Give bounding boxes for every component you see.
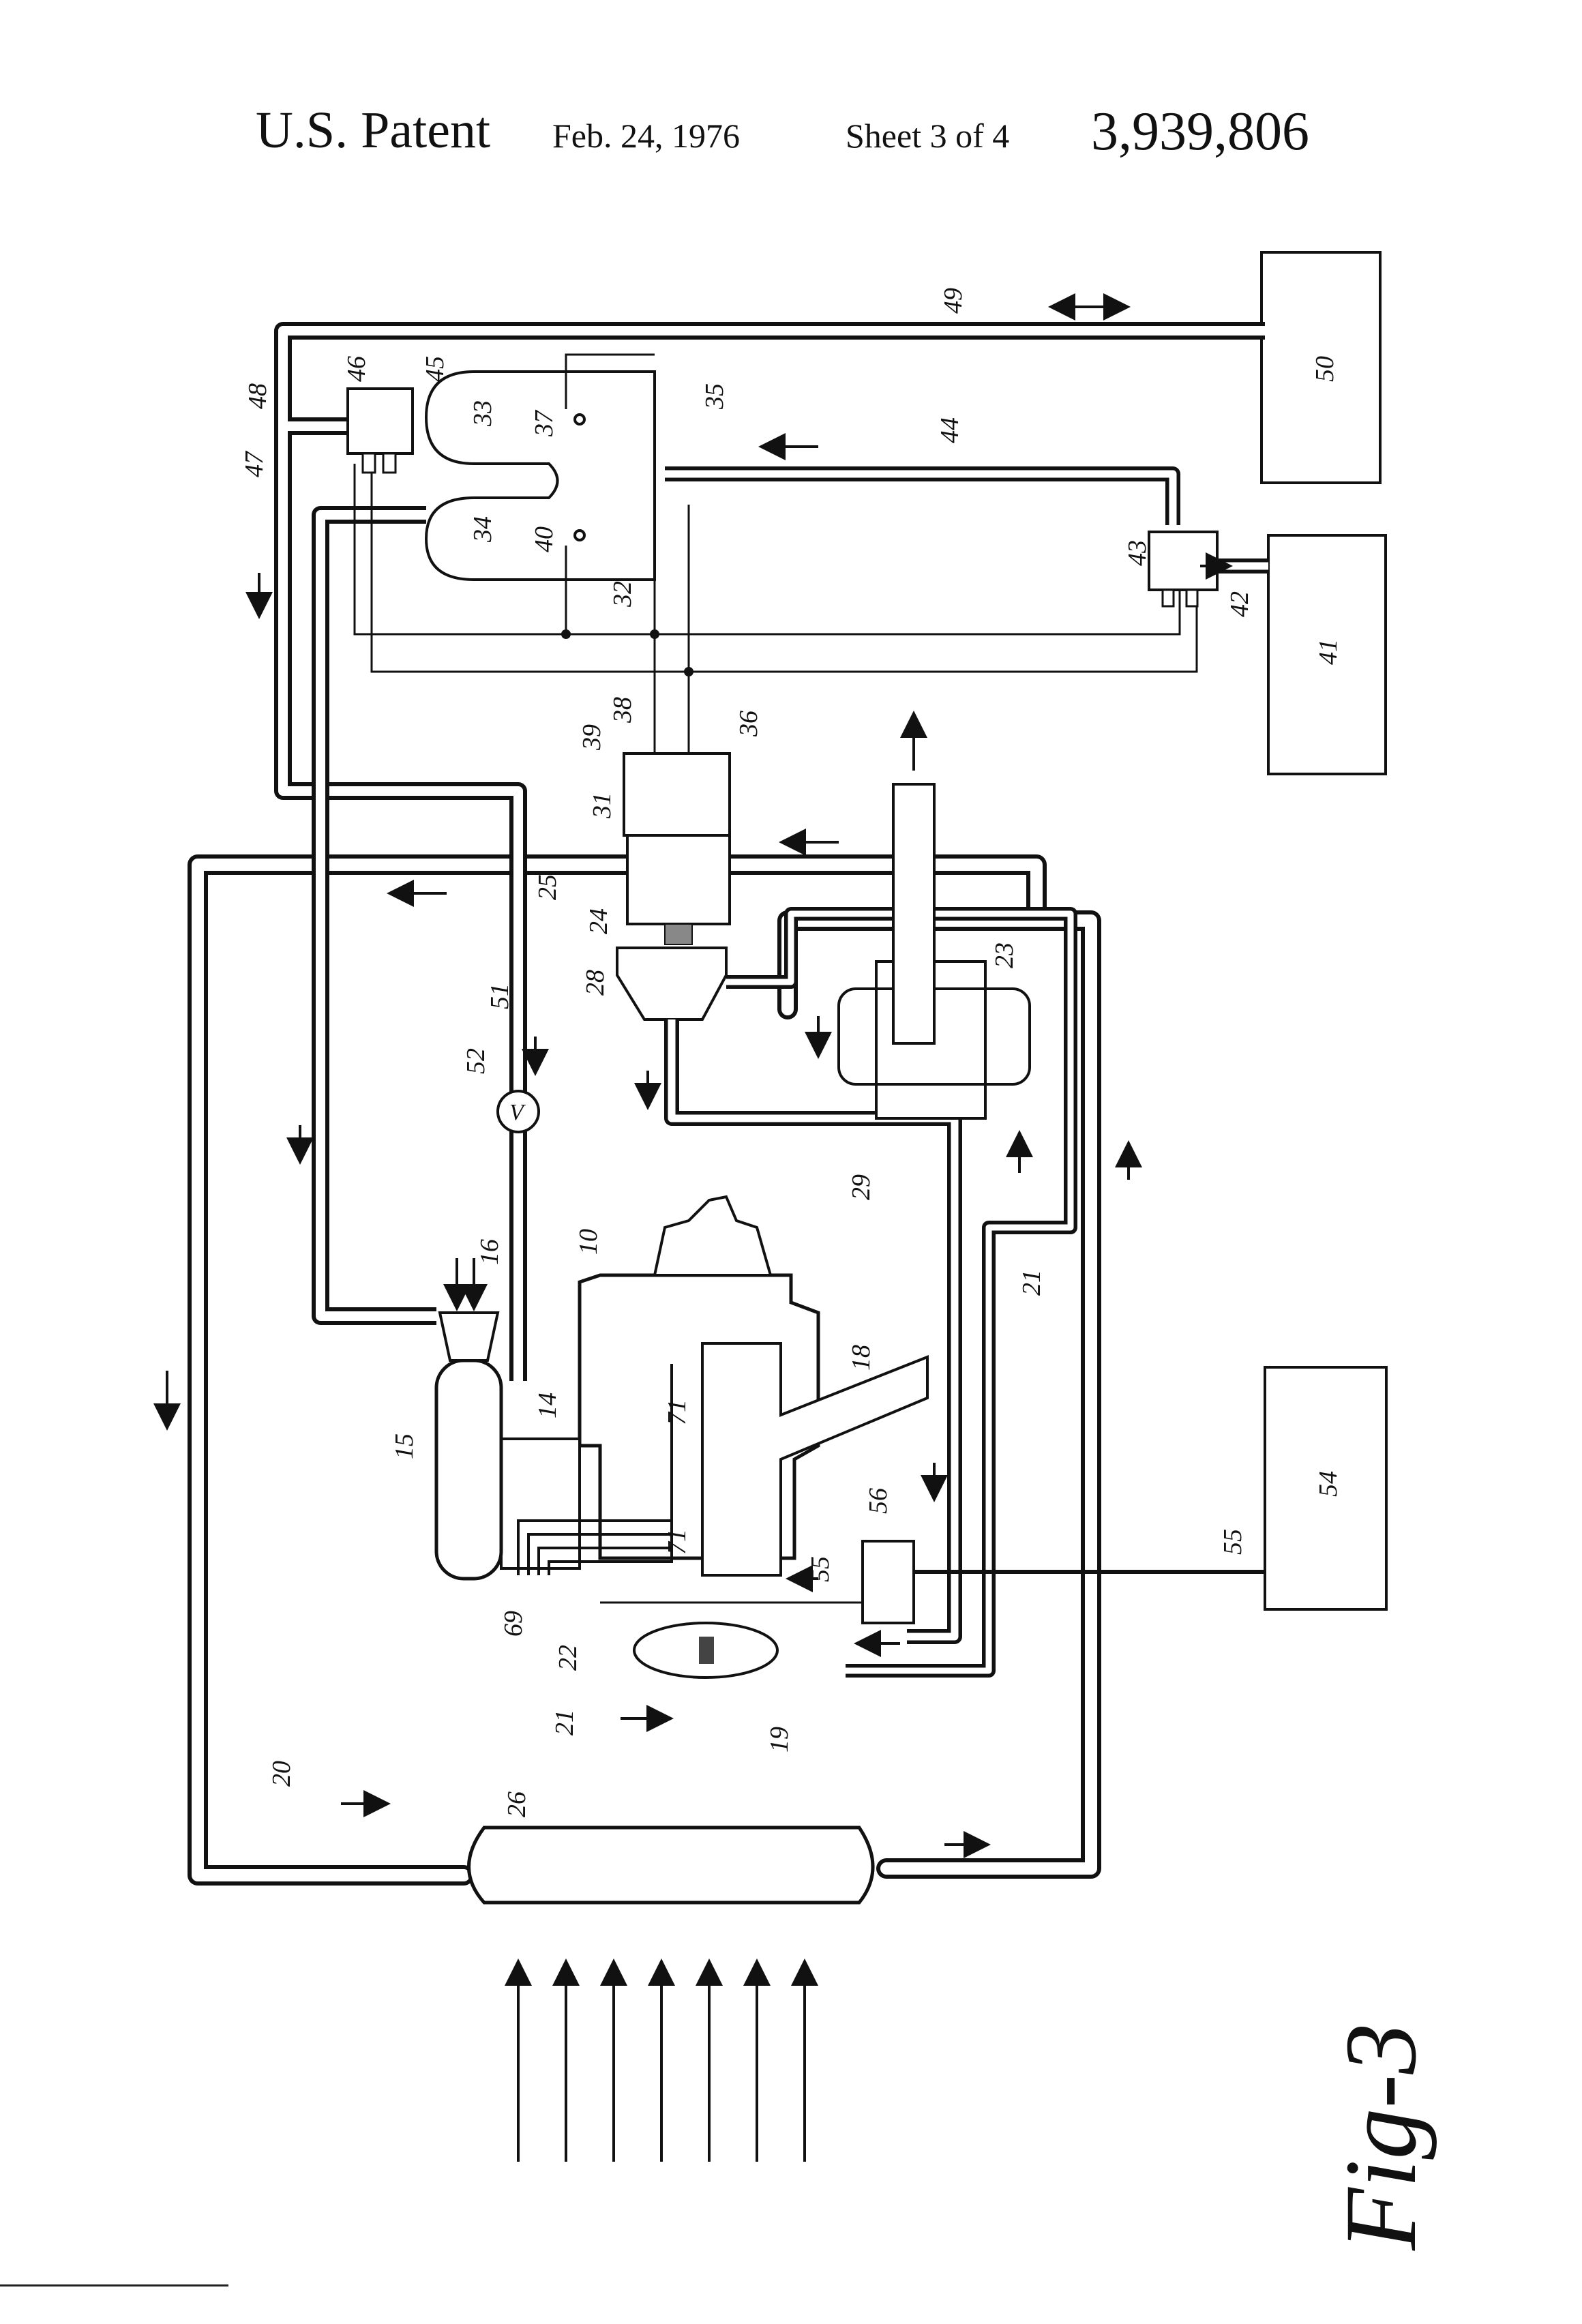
label-71a: 71	[663, 1399, 691, 1425]
valve-46-port-a	[363, 453, 375, 473]
label-34: 34	[468, 516, 497, 543]
label-51: 51	[486, 983, 514, 1009]
label-40: 40	[530, 526, 558, 552]
air-flow-arrows	[518, 1964, 805, 2162]
compressor-16	[440, 1313, 498, 1360]
label-46: 46	[342, 356, 371, 382]
unit-28	[617, 948, 726, 1019]
footer-rule	[0, 2284, 228, 2286]
valve-43	[1149, 532, 1217, 590]
label-19: 19	[765, 1727, 794, 1753]
label-39: 39	[578, 724, 606, 751]
exhaust-pipe	[893, 784, 934, 1043]
label-24: 24	[584, 908, 613, 934]
wire-junctions	[561, 629, 693, 676]
valve-46-port-b	[383, 453, 395, 473]
valve-46	[348, 389, 413, 453]
label-56: 56	[864, 1488, 893, 1514]
valve-43-port-a	[1163, 590, 1174, 606]
label-25: 25	[533, 874, 562, 900]
label-22: 22	[554, 1645, 582, 1671]
label-16: 16	[475, 1239, 504, 1265]
label-28: 28	[581, 970, 610, 996]
label-71b: 71	[663, 1529, 691, 1555]
label-45: 45	[421, 356, 449, 382]
air-cleaner	[655, 1197, 771, 1275]
radiator-26	[469, 1828, 874, 1903]
label-35: 35	[700, 383, 729, 410]
label-32: 32	[608, 581, 637, 608]
label-55b: 55	[1219, 1529, 1247, 1555]
fan-hub	[699, 1637, 714, 1664]
label-14: 14	[533, 1392, 562, 1418]
label-37: 37	[530, 409, 558, 437]
label-20: 20	[267, 1761, 296, 1787]
label-31: 31	[588, 792, 616, 819]
figure-label: Fig-3	[1324, 2023, 1437, 2251]
label-36: 36	[734, 711, 763, 737]
label-47: 47	[240, 450, 269, 477]
label-69: 69	[499, 1611, 528, 1637]
valve-43-port-b	[1186, 590, 1197, 606]
label-33: 33	[468, 400, 497, 427]
label-18: 18	[847, 1345, 876, 1371]
label-42: 42	[1225, 591, 1254, 617]
label-49: 49	[939, 288, 968, 314]
label-29: 29	[847, 1174, 876, 1200]
label-26: 26	[503, 1791, 531, 1817]
unit-31	[624, 754, 730, 835]
pump-56	[863, 1541, 914, 1623]
label-21b: 21	[550, 1710, 579, 1735]
label-44: 44	[936, 417, 964, 443]
label-15: 15	[390, 1433, 419, 1459]
label-38: 38	[608, 697, 637, 724]
label-55a: 55	[806, 1556, 835, 1582]
label-54: 54	[1314, 1471, 1343, 1497]
label-52: 52	[462, 1048, 490, 1074]
label-10: 10	[574, 1229, 603, 1255]
unit-24	[627, 835, 730, 924]
label-21a: 21	[1017, 1270, 1046, 1296]
label-48: 48	[243, 383, 272, 409]
unit-24-shaft	[665, 924, 692, 944]
label-43: 43	[1123, 540, 1152, 566]
flywheel-15	[436, 1360, 501, 1579]
label-50: 50	[1311, 356, 1339, 382]
label-23: 23	[990, 942, 1019, 968]
label-41: 41	[1314, 639, 1343, 665]
